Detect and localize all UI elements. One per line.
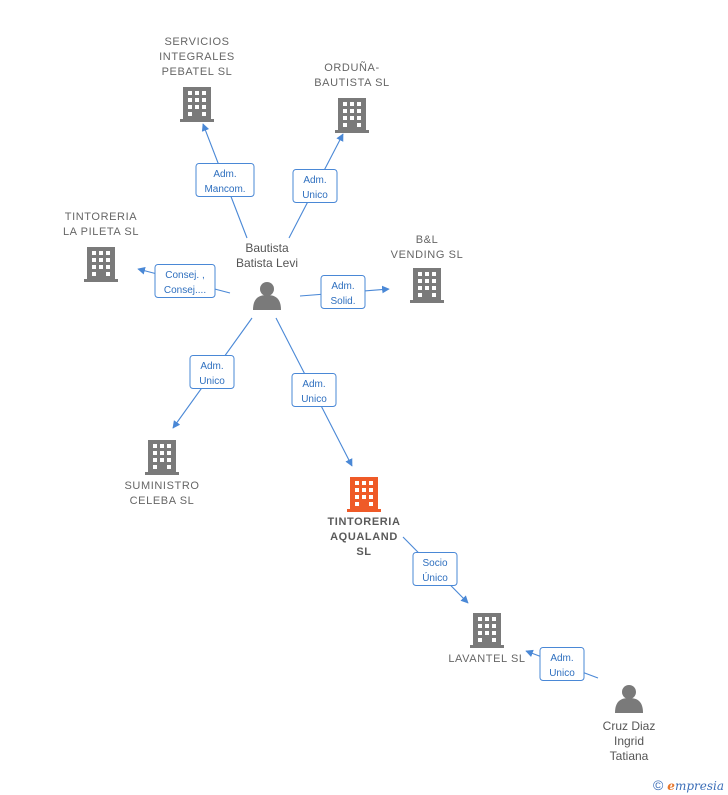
role-badge-text: Socio (422, 558, 447, 569)
node-label: TINTORERIA (327, 516, 400, 528)
person-icon (253, 282, 281, 310)
role-badge-text: Mancom. (204, 184, 245, 195)
node-label: INTEGRALES (159, 51, 235, 63)
role-badge-box (195, 163, 255, 197)
role-badge-text: Adm. (213, 169, 236, 180)
role-badge-box (291, 373, 337, 407)
node-label: Tatiana (610, 749, 649, 763)
edge-bautista-to-orduna: Adm. Unico (288, 133, 344, 239)
role-badge[interactable]: Adm. Unico (189, 355, 235, 389)
role-badge[interactable]: Adm. Mancom. (195, 163, 255, 197)
building-icon (180, 87, 214, 122)
node-label: LA PILETA SL (63, 226, 139, 238)
role-badge-text: Adm. (550, 653, 573, 664)
role-badge[interactable]: Adm. Unico (291, 373, 337, 407)
node-label: VENDING SL (391, 249, 464, 261)
role-badge[interactable]: Adm. Unico (539, 647, 585, 681)
building-icon (347, 477, 381, 512)
role-badge[interactable]: Consej. , Consej.... (154, 264, 216, 298)
building-icon (470, 613, 504, 648)
node-label: CELEBA SL (130, 495, 195, 507)
brand-initial: e (667, 779, 675, 793)
node-label: LAVANTEL SL (448, 653, 525, 665)
role-badge-box (154, 264, 216, 298)
brand-name: mpresia (674, 779, 724, 793)
node-label: SUMINISTRO (124, 480, 199, 492)
role-badge-text: Consej.... (164, 285, 206, 296)
edge-bautista-to-suministro: Adm. Unico (172, 317, 253, 429)
node-label: TINTORERIA (65, 211, 137, 223)
role-badge-text: Adm. (200, 361, 223, 372)
company-node-vending[interactable]: B&L VENDING SL (391, 234, 464, 303)
role-badge-text: Unico (301, 394, 327, 405)
company-node-pileta[interactable]: TINTORERIA LA PILETA SL (63, 211, 139, 282)
node-label: Batista Levi (236, 256, 298, 270)
copyright-icon: © (652, 777, 664, 793)
node-label: AQUALAND (330, 531, 398, 543)
role-badge-text: Consej. , (165, 270, 204, 281)
role-badge-box (189, 355, 235, 389)
edge-bautista-to-aqualand: Adm. Unico (275, 317, 353, 467)
role-badge-text: Adm. (331, 281, 354, 292)
company-node-suministro[interactable]: SUMINISTRO CELEBA SL (124, 440, 199, 507)
node-label: Ingrid (614, 734, 644, 748)
edge-bautista-to-servicios: Adm. Mancom. (195, 123, 255, 239)
role-badge-text: Único (422, 571, 448, 584)
company-node-aqualand[interactable]: TINTORERIA AQUALAND SL (327, 477, 400, 558)
node-label: BAUTISTA SL (314, 77, 389, 89)
building-icon (84, 247, 118, 282)
role-badge-text: Unico (199, 376, 225, 387)
company-node-lavantel[interactable]: LAVANTEL SL (448, 613, 525, 665)
role-badge[interactable]: Adm. Solid. (320, 275, 366, 309)
role-badge-box (539, 647, 585, 681)
role-badge-box (292, 169, 338, 203)
node-label: PEBATEL SL (162, 66, 233, 78)
building-icon (145, 440, 179, 475)
role-badge-text: Unico (302, 190, 328, 201)
role-badge-text: Solid. (330, 296, 355, 307)
role-badge-text: Adm. (302, 379, 325, 390)
node-label: ORDUÑA- (324, 61, 380, 74)
role-badge-text: Unico (549, 668, 575, 679)
node-label: SERVICIOS (164, 36, 229, 48)
company-node-servicios[interactable]: SERVICIOS INTEGRALES PEBATEL SL (159, 36, 235, 122)
node-label: Bautista (245, 241, 289, 255)
node-label: B&L (416, 234, 439, 246)
role-badge-text: Adm. (303, 175, 326, 186)
building-icon (335, 98, 369, 133)
company-node-orduna[interactable]: ORDUÑA- BAUTISTA SL (314, 61, 389, 133)
edge-bautista-to-pileta: Consej. , Consej.... (137, 264, 231, 298)
edge-bautista-to-vending: Adm. Solid. (299, 275, 390, 309)
node-label: Cruz Diaz (603, 719, 656, 733)
building-icon (410, 268, 444, 303)
node-label: SL (356, 546, 371, 558)
nodes-layer: SERVICIOS INTEGRALES PEBATEL SL ORDUÑA- BAUT… (63, 36, 655, 763)
role-badge-box (412, 552, 458, 586)
role-badge[interactable]: Adm. Unico (292, 169, 338, 203)
role-badge-box (320, 275, 366, 309)
edge-cruz-to-lavantel: Adm. Unico (525, 647, 599, 681)
person-icon (615, 685, 643, 713)
footer-brand: ©empresia (653, 777, 724, 793)
